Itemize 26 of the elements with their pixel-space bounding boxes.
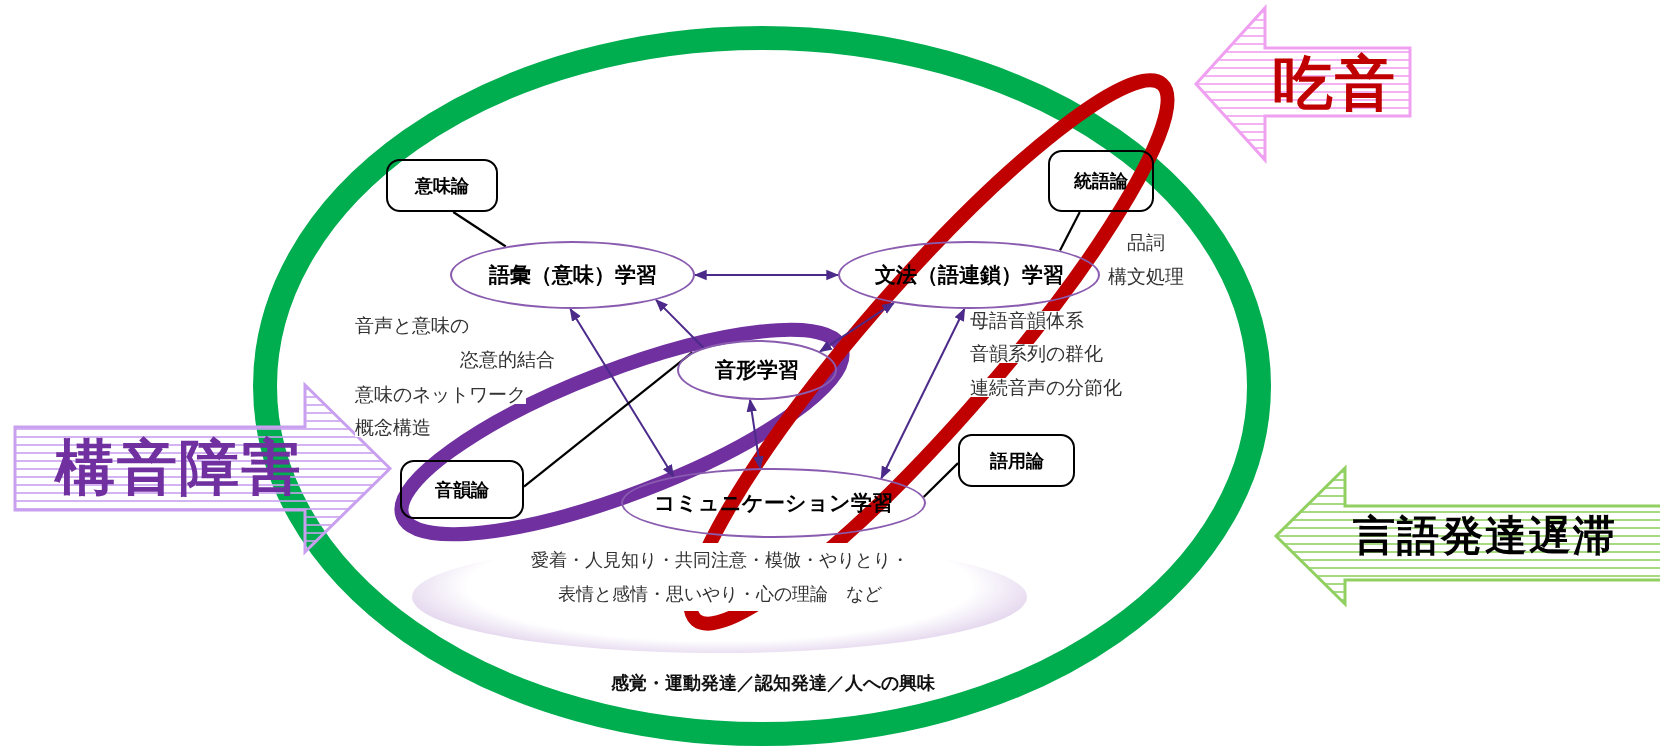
note-text: 母語音韻体系 (970, 311, 1084, 330)
oval-node: 音形学習 (677, 340, 837, 400)
speech-bubble: 音韻論 (400, 460, 524, 519)
speech-bubble: 統語論 (1048, 150, 1154, 212)
leader-line (1059, 211, 1081, 252)
note-text: 概念構造 (355, 418, 431, 437)
caption-text: 感覚・運動発達／認知発達／人への興味 (611, 674, 935, 692)
leader-line (523, 351, 693, 488)
note-text: 意味のネットワーク (355, 385, 526, 404)
note-text: 恣意的結合 (460, 350, 555, 369)
oval-node: 語彙（意味）学習 (450, 241, 695, 309)
note-text: 連続音声の分節化 (970, 378, 1122, 397)
arrow (818, 301, 895, 353)
arrow (746, 398, 764, 470)
note-text: 音声と意味の (355, 316, 469, 335)
note-text: 品詞 (1127, 233, 1165, 252)
shaded-oval: 愛着・人見知り・共同注意・模倣・やりとり・表情と感情・思いやり・心の理論 など (412, 541, 1027, 653)
speech-bubble: 語用論 (958, 434, 1075, 487)
speech-bubble: 意味論 (386, 159, 498, 212)
note-text: 音韻系列の群化 (970, 344, 1103, 363)
note-text: 構文処理 (1108, 267, 1184, 286)
leader-line (452, 211, 507, 248)
arrow (569, 307, 675, 478)
arrow (693, 269, 840, 281)
arrow (880, 307, 966, 480)
arrow (655, 298, 705, 349)
